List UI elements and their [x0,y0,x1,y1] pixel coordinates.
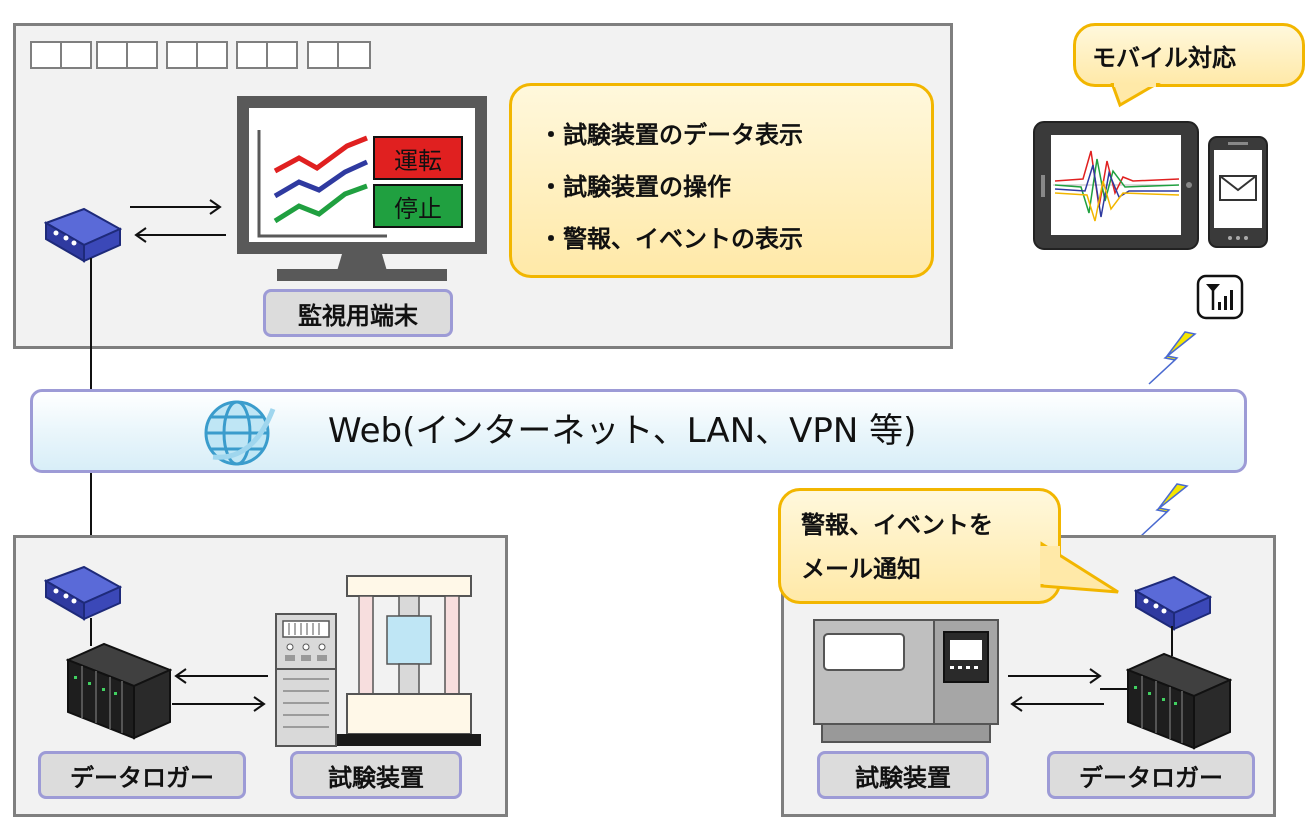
machine-tool-icon [813,619,999,743]
data-flow-arrows [172,668,268,712]
mail-notify-line: メール通知 [801,555,921,583]
network-link-line [1171,626,1173,656]
plc-icon [1126,652,1232,750]
network-link-line [90,258,92,390]
data-flow-arrows [130,199,226,243]
stop-button[interactable]: 停止 [373,184,463,228]
mail-notify-callout: 警報、イベントを メール通知 [778,488,1061,604]
feature-item: ・試験装置の操作 [539,173,731,201]
data-logger-label-left: データロガー [38,751,246,799]
monitor-terminal-label: 監視用端末 [263,289,453,337]
globe-icon [204,400,276,466]
router-icon [44,207,122,263]
toolbar-icon [30,41,371,69]
lightning-icon [1148,331,1197,385]
mobile-callout-text: モバイル対応 [1092,43,1236,72]
callout-tail [1110,83,1161,108]
smartphone-icon [1208,136,1268,248]
mobile-callout: モバイル対応 [1073,23,1305,87]
testing-machine-icon [337,575,481,746]
callout-tail [1040,541,1119,594]
network-link-line [90,472,92,572]
data-flow-arrows [1008,668,1104,712]
signal-icon [1196,274,1244,320]
control-cabinet-icon [275,613,337,747]
network-link-line [90,618,92,646]
test-device-label-left: 試験装置 [290,751,462,799]
test-device-label-right: 試験装置 [817,751,989,799]
lightning-icon [1140,483,1189,537]
router-icon [1134,575,1212,631]
network-label: Web(インターネット、LAN、VPN 等) [328,411,917,451]
plc-icon [66,642,172,740]
device-link-line [1100,688,1128,690]
feature-item: ・試験装置のデータ表示 [539,121,803,149]
tablet-icon [1033,121,1199,250]
feature-item: ・警報、イベントの表示 [539,225,803,253]
data-logger-label-right: データロガー [1047,751,1255,799]
mail-notify-line: 警報、イベントを [801,511,993,539]
router-icon [44,565,122,621]
run-button[interactable]: 運転 [373,136,463,180]
features-callout: ・試験装置のデータ表示 ・試験装置の操作 ・警報、イベントの表示 [509,83,934,278]
